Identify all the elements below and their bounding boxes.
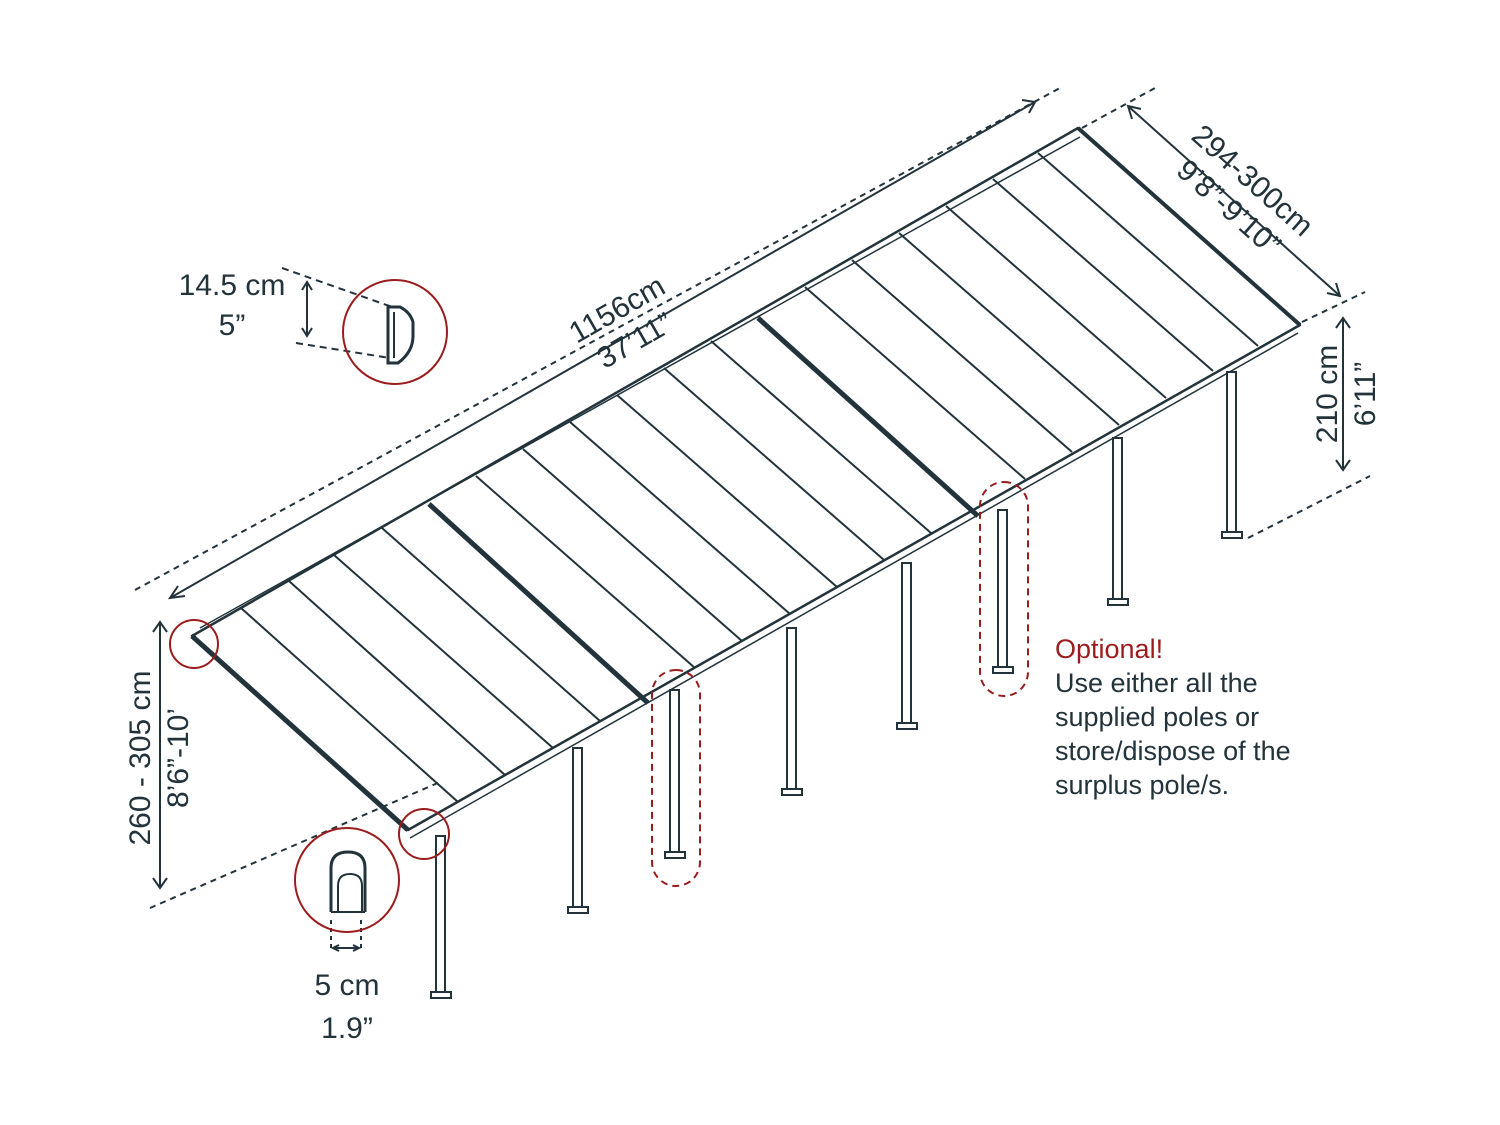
dimension-lines [134, 87, 1371, 952]
post-profile-circle [294, 827, 400, 933]
back-gutter [1076, 126, 1302, 327]
back-height-cm-label: 210 cm [1311, 345, 1344, 443]
roof-back-edge-inner [199, 136, 1081, 629]
post-1 [430, 835, 452, 999]
post-4 [781, 627, 803, 796]
post-cm-label: 5 cm [314, 969, 379, 1002]
optional-pole-marker-1 [651, 669, 701, 887]
gutter-profile-detail [342, 279, 448, 385]
gutter-detail-marker [169, 619, 219, 669]
post-in-label: 1.9” [321, 1012, 373, 1045]
optional-note-body: Use either all the supplied poles or sto… [1055, 668, 1291, 800]
post-8 [1221, 371, 1243, 539]
post-5 [896, 562, 918, 730]
optional-note: Optional! Use either all the supplied po… [1055, 632, 1385, 802]
post-detail-marker [398, 808, 450, 860]
gutter-profile-circle [342, 279, 448, 385]
front-height-cm-label: 260 - 305 cm [124, 670, 157, 845]
post-profile-shape [329, 850, 367, 912]
front-height-ft-label: 8’6”-10’ [162, 708, 195, 808]
front-gutter [190, 634, 410, 832]
roof [190, 126, 1302, 839]
post-2 [567, 747, 589, 914]
post-3-optional [664, 689, 686, 859]
roof-front-edge-inner [409, 332, 1299, 839]
roof-panels [240, 152, 1259, 803]
posts [430, 371, 1243, 999]
post-profile-detail [294, 827, 400, 933]
detail-markers [169, 619, 450, 860]
gutter-in-label: 5” [219, 309, 246, 342]
post-6-optional [992, 509, 1014, 674]
post-7 [1107, 437, 1129, 606]
optional-note-title: Optional! [1055, 634, 1164, 664]
gutter-cm-label: 14.5 cm [179, 269, 286, 302]
gutter-profile-shape [386, 305, 415, 365]
optional-pole-marker-2 [979, 481, 1029, 697]
back-height-ft-label: 6’11” [1349, 362, 1382, 426]
optional-highlights [651, 481, 1029, 887]
